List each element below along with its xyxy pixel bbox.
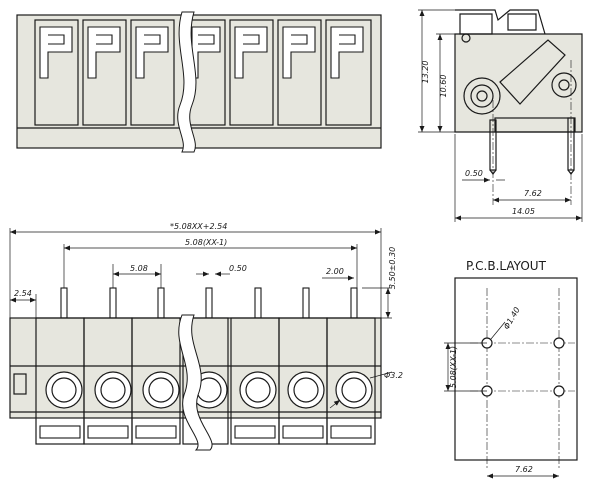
front-screws [45, 371, 373, 409]
dim-pin-span: 5.08(XX-1) [185, 238, 227, 247]
front-break-line [178, 314, 213, 451]
dim-pcb-spacing: 7.62 [515, 465, 533, 474]
side-view: 13.20 10.60 0.50 7.62 14.05 [418, 9, 583, 222]
wire-entry-shapes [39, 26, 364, 79]
dim-10-60: 10.60 [439, 75, 448, 98]
dim-hole-dia: Φ1.40 [502, 306, 522, 331]
pcb-layout-title: P.C.B.LAYOUT [466, 259, 547, 273]
front-modules [35, 317, 376, 445]
pcb-layout: P.C.B.LAYOUT Φ1.40 5.08(XX-1) 7.62 [444, 259, 578, 479]
dim-front-0-50: 0.50 [229, 264, 247, 273]
dim-screw-dia: Φ3.2 [384, 371, 403, 380]
dim-pitch: 5.08 [130, 264, 148, 273]
dim-pcb-pitch: 5.08(XX-1) [449, 346, 458, 388]
break-line [177, 11, 197, 153]
dim-14-05: 14.05 [512, 207, 535, 216]
pcb-holes [481, 337, 565, 397]
dim-13-20: 13.20 [421, 61, 430, 84]
front-slots [39, 425, 372, 439]
top-view-modules [34, 19, 372, 126]
dim-2-54: 2.54 [14, 289, 32, 298]
dim-2-00: 2.00 [326, 267, 344, 276]
dim-pin-height: 3.50±0.30 [388, 247, 397, 289]
dim-side-7-62: 7.62 [524, 189, 542, 198]
front-view: *5.08XX+2.54 5.08(XX-1) 5.08 0.50 2.00 3… [9, 222, 403, 451]
top-view [16, 11, 382, 153]
front-pins [60, 287, 358, 319]
dim-total-length: *5.08XX+2.54 [170, 222, 227, 231]
dim-side-0-50: 0.50 [465, 169, 483, 178]
